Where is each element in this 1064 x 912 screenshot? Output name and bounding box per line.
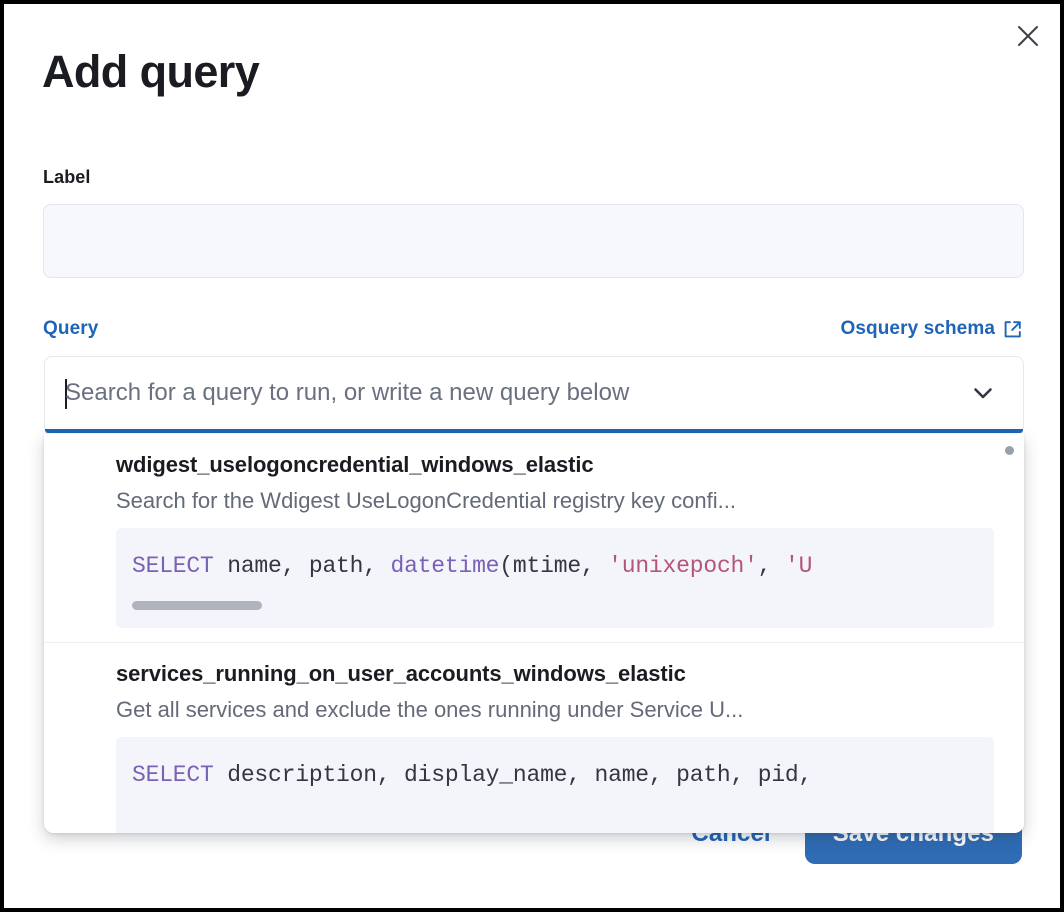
sql-string-literal-partial: 'U: [784, 553, 813, 579]
sql-separator: ,: [757, 553, 785, 579]
option-description: Get all services and exclude the ones ru…: [116, 697, 744, 722]
chevron-down-icon[interactable]: [963, 357, 1003, 429]
sql-code: SELECT name, path, datetime(mtime, 'unix…: [116, 528, 994, 582]
sql-identifiers: description, display_name, name, path, p…: [213, 762, 813, 788]
close-icon: [1017, 25, 1039, 47]
osquery-schema-link[interactable]: Osquery schema: [840, 318, 1022, 340]
option-code-block: SELECT description, display_name, name, …: [116, 737, 994, 833]
osquery-schema-link-label: Osquery schema: [840, 318, 995, 339]
modal-window: Add query Label Query Osquery schema: [4, 4, 1060, 908]
close-button[interactable]: [1008, 16, 1048, 56]
dropdown-scroll-area: wdigest_uselogoncredential_windows_elast…: [44, 434, 1024, 833]
label-field-label: Label: [43, 167, 91, 187]
sql-identifiers: name, path,: [213, 553, 391, 579]
query-combobox[interactable]: [44, 356, 1024, 433]
list-item[interactable]: wdigest_uselogoncredential_windows_elast…: [44, 434, 1024, 642]
dropdown-scrollbar[interactable]: [1005, 446, 1014, 455]
sql-code: SELECT description, display_name, name, …: [116, 737, 994, 791]
sql-keyword: SELECT: [132, 553, 214, 579]
query-search-input[interactable]: [65, 357, 965, 429]
sql-args: mtime,: [512, 553, 609, 579]
sql-keyword: SELECT: [132, 762, 214, 788]
code-horizontal-scrollbar[interactable]: [132, 601, 262, 610]
option-description: Search for the Wdigest UseLogonCredentia…: [116, 488, 736, 513]
sql-string-literal: 'unixepoch': [608, 553, 758, 579]
sql-function: datetime: [390, 553, 500, 579]
external-link-icon: [1003, 320, 1022, 339]
option-title: wdigest_uselogoncredential_windows_elast…: [116, 452, 594, 477]
modal-body: Add query Label Query Osquery schema: [4, 4, 1060, 908]
list-item[interactable]: services_running_on_user_accounts_window…: [44, 642, 1024, 833]
query-field-label: Query: [43, 318, 99, 339]
option-title: services_running_on_user_accounts_window…: [116, 661, 686, 686]
page-title: Add query: [42, 46, 260, 97]
sql-paren: (: [499, 553, 513, 579]
query-options-dropdown[interactable]: wdigest_uselogoncredential_windows_elast…: [44, 434, 1024, 833]
option-code-block: SELECT name, path, datetime(mtime, 'unix…: [116, 528, 994, 628]
label-input[interactable]: [43, 204, 1024, 278]
